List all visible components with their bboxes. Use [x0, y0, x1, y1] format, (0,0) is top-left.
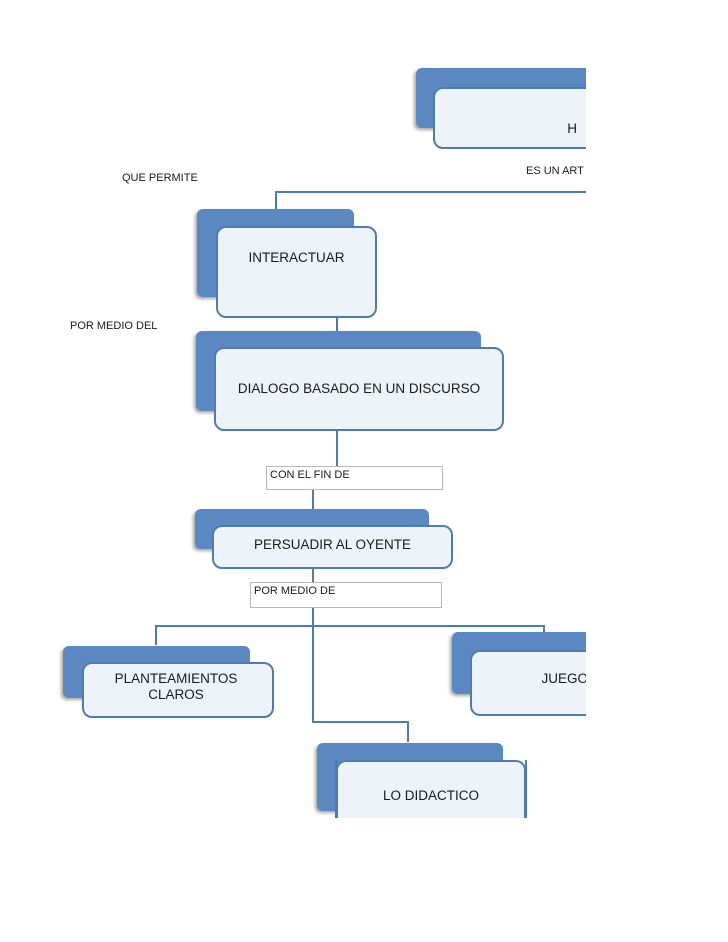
dialogo-label: DIALOGO BASADO EN UN DISCURSO — [237, 381, 481, 396]
root-node-label: H — [567, 121, 577, 136]
interactuar-node: INTERACTUAR — [216, 226, 377, 318]
line-branch-horizontal — [155, 625, 545, 645]
juego-label: JUEGO — [541, 671, 586, 686]
crop-mask — [300, 818, 560, 858]
diagram-canvas: H ES UN ART QUE PERMITE INTERACTUAR POR … — [63, 68, 586, 858]
line-persuadir-to-didactico — [312, 568, 409, 742]
didactico-bottom-edge — [335, 760, 527, 818]
line-root-to-interactuar — [275, 191, 586, 210]
planteamientos-label: PLANTEAMIENTOS CLAROS — [114, 671, 238, 702]
juego-node: JUEGO — [470, 650, 586, 716]
label-por-medio-de: POR MEDIO DE — [250, 582, 442, 608]
didactico-label: LO DIDACTICO — [382, 788, 479, 803]
root-node: H — [433, 87, 586, 149]
label-por-medio-del: POR MEDIO DEL — [70, 320, 158, 332]
interactuar-label: INTERACTUAR — [248, 250, 345, 265]
persuadir-node: PERSUADIR AL OYENTE — [212, 525, 453, 569]
label-con-el-fin-de: CON EL FIN DE — [266, 466, 443, 490]
label-es-un: ES UN ART — [526, 165, 584, 177]
label-que-permite: QUE PERMITE — [122, 172, 198, 184]
dialogo-node: DIALOGO BASADO EN UN DISCURSO — [214, 347, 504, 431]
persuadir-label: PERSUADIR AL OYENTE — [253, 537, 412, 552]
planteamientos-node: PLANTEAMIENTOS CLAROS — [82, 662, 274, 718]
connector-lines — [155, 191, 586, 742]
